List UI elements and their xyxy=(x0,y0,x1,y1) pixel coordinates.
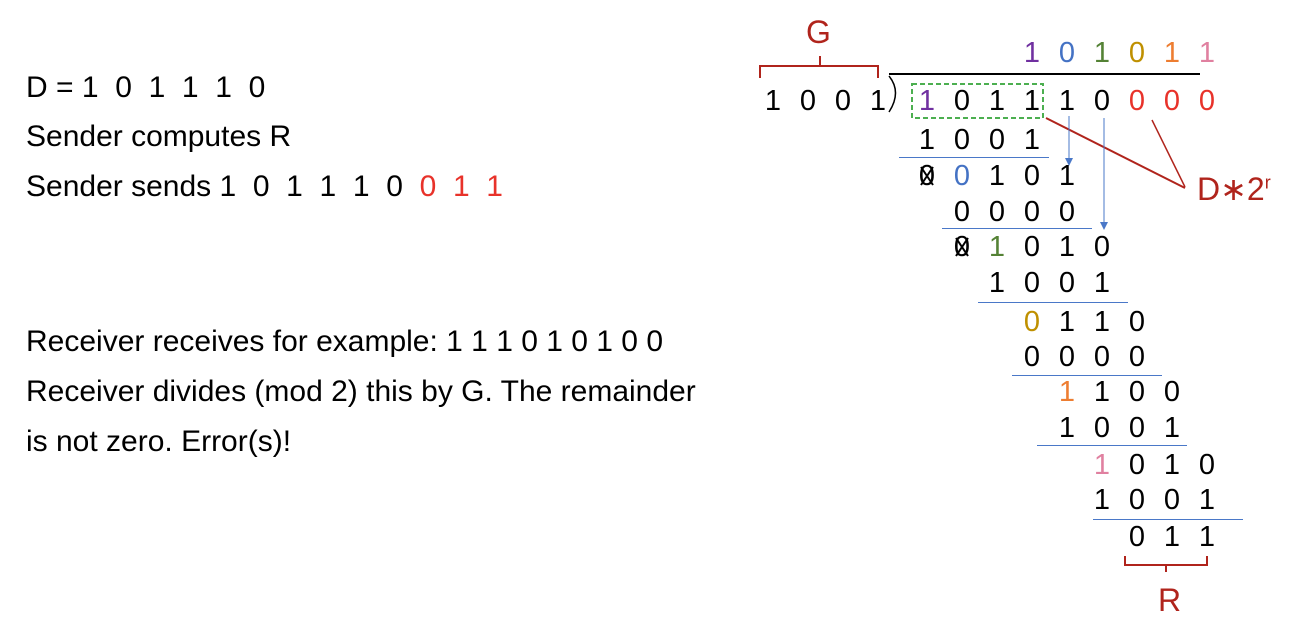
step-digit: 1 xyxy=(1058,231,1076,263)
step-digit: 0 xyxy=(1128,341,1146,373)
step-digit: 0 xyxy=(953,160,971,192)
step-digit: 0 xyxy=(1128,306,1146,338)
step-digit: 0 xyxy=(1163,484,1181,516)
step-digit: 0 xyxy=(1023,231,1041,263)
step-digit: 1 xyxy=(1093,267,1111,299)
step-digit: 0 xyxy=(1128,412,1146,444)
step-digit: 1 xyxy=(988,267,1006,299)
strike-mark xyxy=(920,166,934,186)
step-digit: 0 xyxy=(1198,449,1216,481)
arrow-head-2 xyxy=(1100,222,1108,230)
step-digit: 0 xyxy=(1058,341,1076,373)
step-digit: 0 xyxy=(953,231,971,263)
step-digit: 1 xyxy=(918,124,936,156)
step-digit: 0 xyxy=(1023,196,1041,228)
sender-computes-text: Sender computes R xyxy=(26,120,292,153)
dividend-digit: 1 xyxy=(988,85,1006,117)
quotient-digit: 0 xyxy=(1128,37,1146,69)
step-digit: 1 xyxy=(988,160,1006,192)
step-digit: 0 xyxy=(1058,196,1076,228)
remainder-brace xyxy=(1124,556,1208,572)
dividend-digit: 0 xyxy=(1093,85,1111,117)
dividend-digit: 1 xyxy=(918,85,936,117)
step-digit: 0 xyxy=(1093,341,1111,373)
step-digit: 1 xyxy=(1093,376,1111,408)
receiver-receives-text: Receiver receives for example: 1 1 1 0 1… xyxy=(26,325,664,358)
subtraction-line xyxy=(1037,445,1187,446)
receiver-divides-text: Receiver divides (mod 2) this by G. The … xyxy=(26,375,696,408)
step-digit: 1 xyxy=(1093,306,1111,338)
dividend-digit: 1 xyxy=(1023,85,1041,117)
subtraction-line xyxy=(1093,519,1243,520)
dividend-digit: 0 xyxy=(1163,85,1181,117)
dividend-digit: 0 xyxy=(953,85,971,117)
step-digit: 1 xyxy=(1093,449,1111,481)
sent-data: Sender sends 1 0 1 1 1 0 xyxy=(26,170,420,203)
step-digit: 0 xyxy=(1058,267,1076,299)
step-digit: 0 xyxy=(1093,412,1111,444)
dividend-digit: 0 xyxy=(1128,85,1146,117)
subtraction-line xyxy=(978,302,1128,303)
step-digit: 1 xyxy=(1023,124,1041,156)
error-text: is not zero. Error(s)! xyxy=(26,425,292,458)
step-digit: 0 xyxy=(1093,231,1111,263)
remainder-label: R xyxy=(1158,582,1182,618)
step-digit: 0 xyxy=(988,124,1006,156)
subtraction-line xyxy=(942,228,1092,229)
step-digit: 1 xyxy=(1058,306,1076,338)
dividend-digit: 0 xyxy=(1198,85,1216,117)
step-digit: 0 xyxy=(1023,160,1041,192)
first-bits-highlight xyxy=(911,83,1044,119)
step-digit: 0 xyxy=(953,124,971,156)
step-digit: 0 xyxy=(1023,306,1041,338)
quotient-digit: 1 xyxy=(1093,37,1111,69)
step-digit: 0 xyxy=(988,196,1006,228)
step-digit: 0 xyxy=(1163,376,1181,408)
step-digit: 1 xyxy=(1163,521,1181,553)
d-times-2-text: D∗2 xyxy=(1197,171,1265,207)
step-digit: 1 xyxy=(1058,160,1076,192)
subtraction-line xyxy=(1012,375,1162,376)
pointer-line-2 xyxy=(1151,119,1186,188)
d-times-2r-label: D∗2r xyxy=(1197,170,1271,208)
data-definition: D = 1 0 1 1 1 0 xyxy=(26,71,266,104)
step-digit: 1 xyxy=(1058,412,1076,444)
step-digit: 0 xyxy=(1128,376,1146,408)
sender-sends-text: Sender sends 1 0 1 1 1 0 0 1 1 xyxy=(26,169,503,205)
step-digit: 1 xyxy=(1163,412,1181,444)
step-digit: 0 xyxy=(1023,267,1041,299)
step-digit: 1 xyxy=(1163,449,1181,481)
quotient-digit: 1 xyxy=(1198,37,1216,69)
arrow-head-1 xyxy=(1065,158,1073,166)
step-digit: 1 xyxy=(1198,484,1216,516)
sent-crc: 0 1 1 xyxy=(419,170,503,203)
subtraction-line xyxy=(899,157,1049,158)
step-digit: 1 xyxy=(1198,521,1216,553)
division-paren xyxy=(888,75,897,113)
step-digit: 0 xyxy=(1128,484,1146,516)
quotient-digit: 1 xyxy=(1163,37,1181,69)
generator-digit: 1 xyxy=(764,85,782,117)
quotient-digit: 0 xyxy=(1058,37,1076,69)
generator-brace xyxy=(759,56,879,78)
generator-digit: 1 xyxy=(869,85,887,117)
step-digit: 0 xyxy=(1128,521,1146,553)
generator-digit: 0 xyxy=(799,85,817,117)
step-digit: 0 xyxy=(918,160,936,192)
step-digit: 0 xyxy=(1128,449,1146,481)
step-digit: 1 xyxy=(1093,484,1111,516)
r-superscript: r xyxy=(1264,172,1271,193)
quotient-digit: 1 xyxy=(1023,37,1041,69)
step-digit: 0 xyxy=(953,196,971,228)
generator-label: G xyxy=(806,14,831,50)
step-digit: 1 xyxy=(1058,376,1076,408)
generator-digit: 0 xyxy=(834,85,852,117)
dividend-digit: 1 xyxy=(1058,85,1076,117)
strike-mark xyxy=(955,237,969,257)
step-digit: 1 xyxy=(988,231,1006,263)
step-digit: 0 xyxy=(1023,341,1041,373)
